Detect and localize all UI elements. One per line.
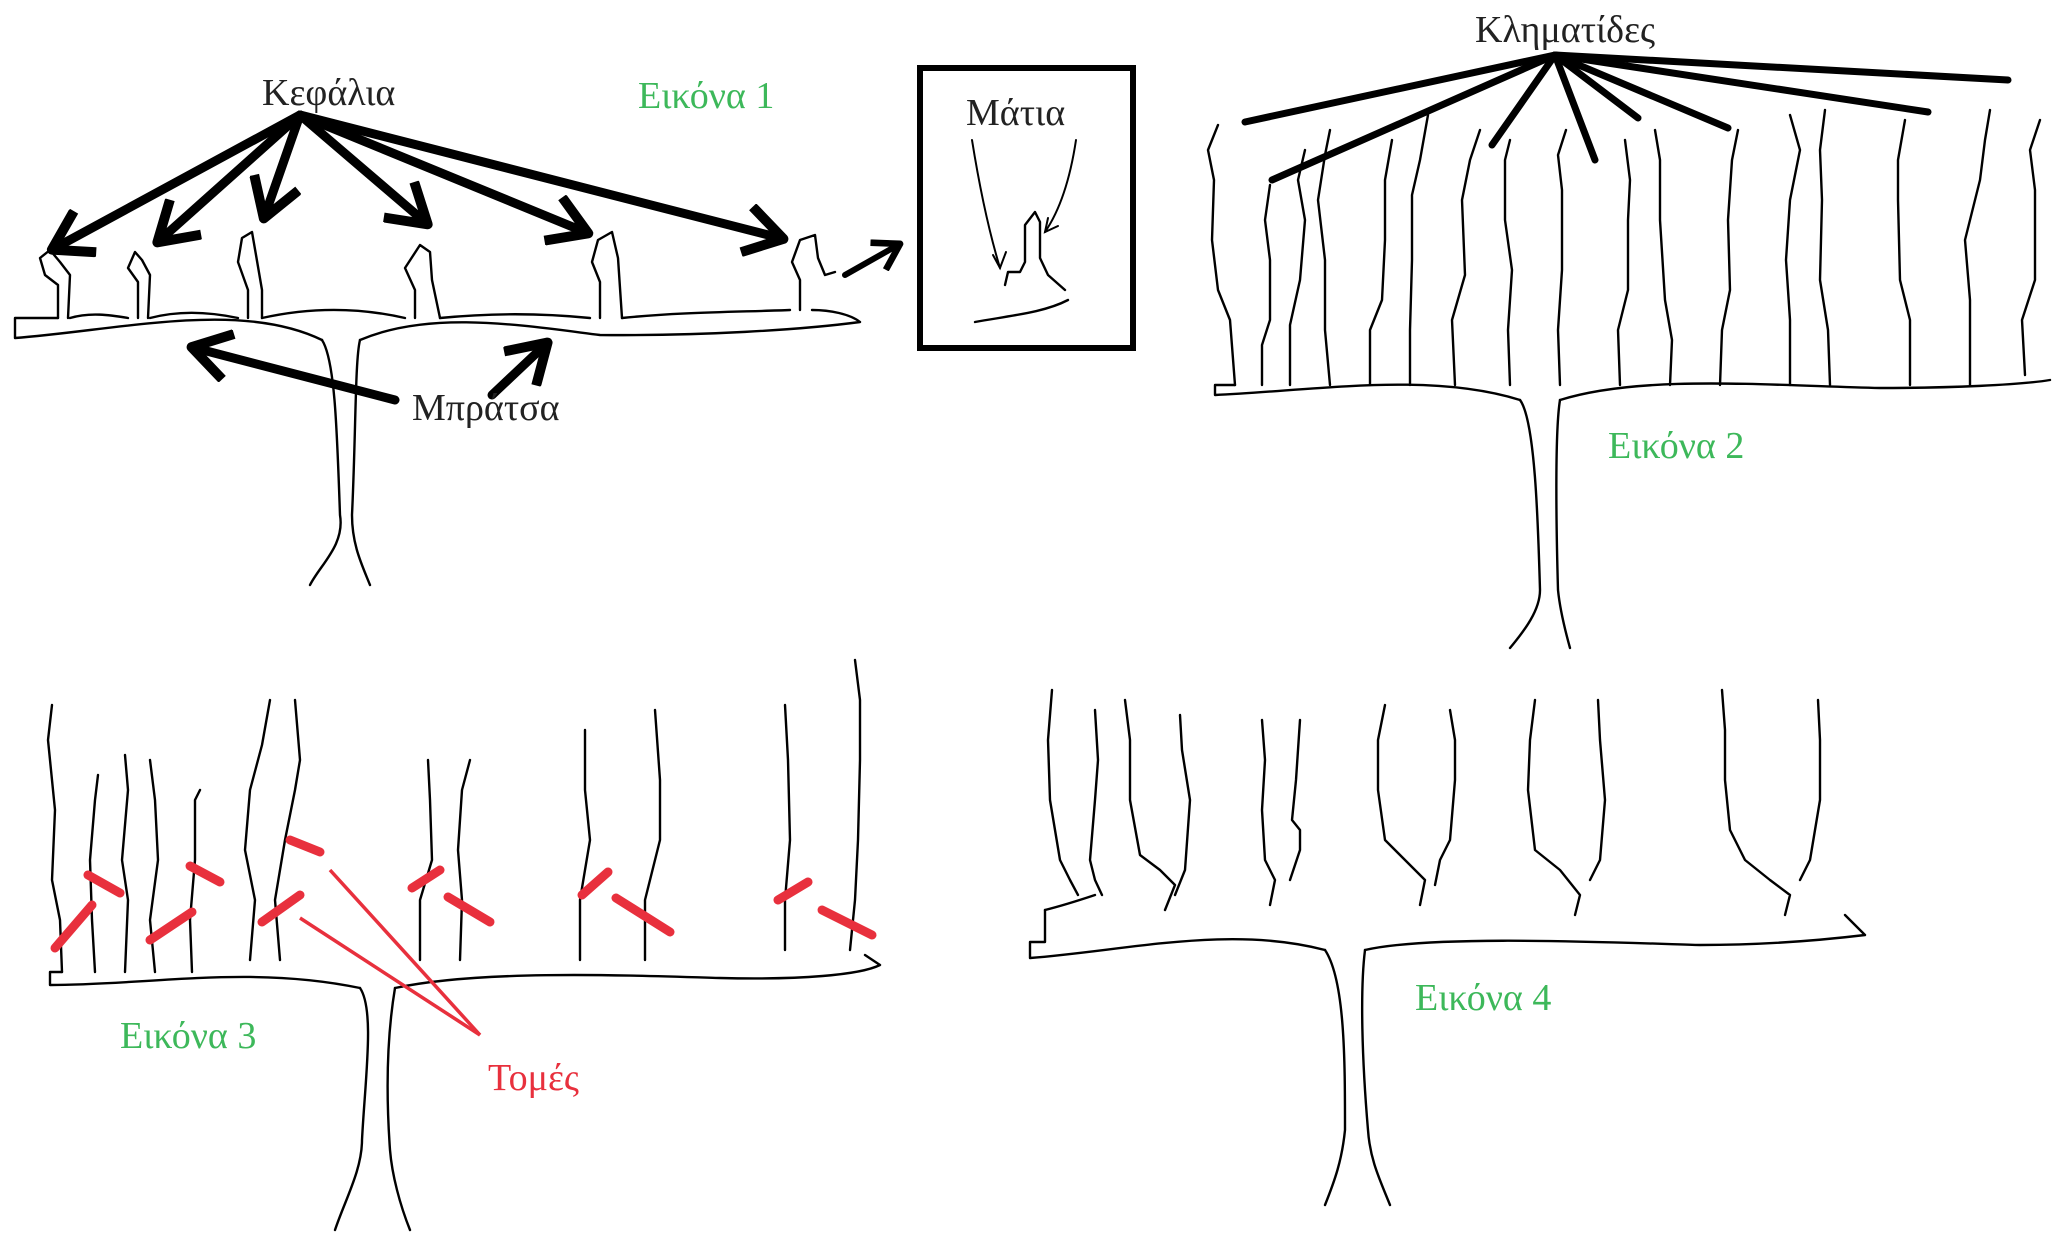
arms-label: Μπράτσα (412, 387, 560, 429)
figure-3-vine-cuts: Εικόνα 3 Τομές (48, 660, 880, 1230)
cut-mark-8 (448, 897, 490, 922)
heads-label: Κεφάλια (262, 72, 395, 114)
figure-2-vine-canes: Κληματίδες Εικόνα 2 (1208, 9, 2050, 648)
cut-mark-9 (582, 872, 608, 895)
fig1-spurs (40, 232, 835, 318)
eyes-pointer-right (1045, 140, 1076, 232)
figure-4-vine-pruned: Εικόνα 4 (1030, 690, 1865, 1205)
fig3-cordon (50, 955, 880, 988)
figure-2-label: Εικόνα 2 (1608, 425, 1744, 467)
cut-mark-12 (822, 910, 872, 935)
figure-4-label: Εικόνα 4 (1415, 977, 1551, 1019)
cut-mark-11 (778, 882, 808, 900)
fig4-trunk (1325, 950, 1390, 1205)
fig3-trunk (335, 988, 410, 1230)
canes-label: Κληματίδες (1475, 9, 1655, 51)
fig4-canes (1045, 690, 1820, 915)
eyes-pointer-left (972, 140, 1000, 268)
fig1-cordon-underside (70, 310, 790, 318)
eyes-pointer-left-head (993, 252, 1006, 268)
figure-1-vine-heads: Κεφάλια Εικόνα 1 Μπράτσα (15, 72, 898, 585)
eyes-label: Μάτια (966, 92, 1065, 134)
zoom-arrow (845, 245, 898, 275)
figure-3-label: Εικόνα 3 (120, 1015, 256, 1057)
fig4-cordon (1030, 910, 1865, 958)
cut-mark-1 (88, 875, 120, 893)
fig3-cut-marks (55, 840, 872, 948)
cut-mark-6 (262, 895, 300, 922)
canes-pointer-1 (1245, 55, 1555, 122)
cut-mark-10 (616, 898, 670, 932)
cut-mark-7 (412, 870, 440, 888)
cuts-label: Τομές (488, 1057, 579, 1099)
cut-mark-4 (150, 912, 192, 940)
fig2-trunk (1510, 400, 1570, 648)
eyes-inset: Μάτια (920, 68, 1133, 348)
fig2-cordon (1215, 380, 2050, 400)
fig1-cordon (15, 310, 860, 340)
figure-1-label: Εικόνα 1 (638, 75, 774, 117)
cut-mark-5 (290, 840, 320, 852)
arms-arrow-left (195, 348, 395, 400)
